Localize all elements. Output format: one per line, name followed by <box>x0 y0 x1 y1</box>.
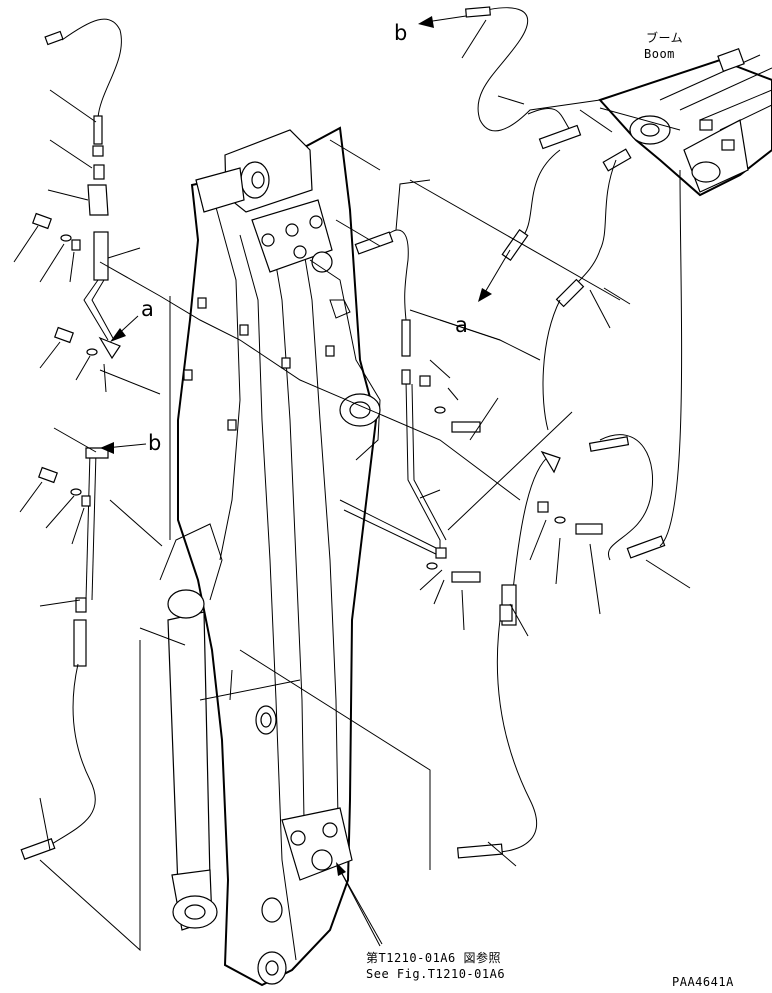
arm-assembly <box>159 126 441 987</box>
leader-lines <box>13 19 691 952</box>
reference-note-jp: 第T1210-01A6 図参照 <box>366 950 501 965</box>
boom-label-jp: ブーム <box>646 30 683 45</box>
callout-a-right: a <box>455 313 468 337</box>
fittings <box>32 164 603 622</box>
callout-b-top: b <box>394 21 407 45</box>
boom-end <box>598 47 772 197</box>
callout-a-left: a <box>141 297 154 321</box>
callout-arrows <box>100 15 511 947</box>
drawing-code: PAA4641A <box>672 975 734 989</box>
reference-note-en: See Fig.T1210-01A6 <box>366 967 505 981</box>
boom-label-en: Boom <box>644 47 675 61</box>
hoses <box>20 6 683 860</box>
callout-b-left: b <box>148 431 161 455</box>
